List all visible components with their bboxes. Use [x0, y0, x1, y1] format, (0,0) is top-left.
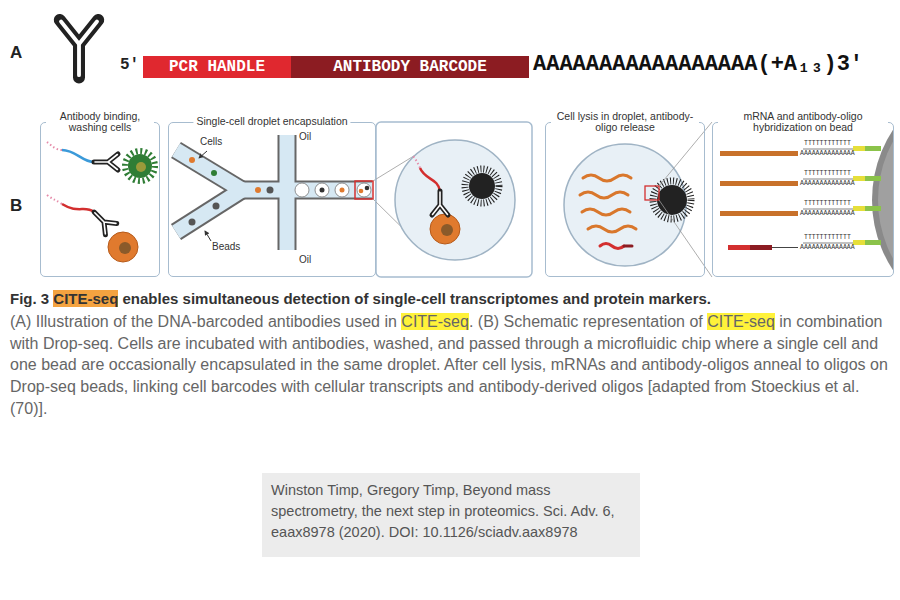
step-panel: mRNA and antibody-oligo hybridization on…: [712, 122, 894, 277]
step-panel: Cell lysis in droplet, antibody-oligo re…: [545, 122, 705, 277]
antibody-binding-art: [47, 142, 155, 262]
polya-tail: AAAAAAAAAAAAAAAAA(+A₁₃)3': [533, 52, 863, 77]
highlight: CITE-seq: [707, 313, 775, 330]
droplet-zoom: [373, 122, 532, 277]
microfluidic-chip: [176, 135, 373, 250]
oligo-segment: ANTIBODY BARCODE: [291, 56, 529, 78]
inlet-label: Oil: [299, 254, 311, 265]
highlight: CITE-seq: [53, 290, 118, 307]
oligo-dt: TTTTTTTTTTTT: [804, 141, 851, 148]
panel-heading: mRNA and antibody-oligo hybridization on…: [718, 111, 888, 133]
panel-heading: Cell lysis in droplet, antibody-oligo re…: [551, 111, 699, 133]
bead-surface: [720, 123, 893, 276]
step-panel: Antibody binding, washing cells: [40, 122, 160, 277]
polya-sequence: AAAAAAAAAAAAAA: [800, 181, 855, 188]
figure-caption: (A) Illustration of the DNA-barcoded ant…: [10, 311, 890, 420]
inlet-label: Oil: [299, 131, 311, 142]
step-panel: Single-cell droplet encapsulation: [168, 122, 376, 277]
inlet-label: Beads: [212, 241, 240, 252]
node-text: ANTIBODY BARCODE: [333, 59, 487, 75]
oligo-segment: PCR HANDLE: [143, 56, 291, 78]
strand-end: 5': [120, 56, 139, 74]
node-text: PCR HANDLE: [169, 59, 265, 75]
node-text: Winston Timp, Gregory Timp, Beyond mass …: [271, 480, 631, 543]
panel-letter: B: [10, 196, 22, 216]
polya-sequence: AAAAAAAAAAAAAA: [800, 151, 855, 158]
oligo-dt: TTTTTTTTTTTT: [804, 201, 851, 208]
panel-heading: Antibody binding, washing cells: [46, 111, 154, 133]
citation-box: Winston Timp, Gregory Timp, Beyond mass …: [262, 473, 640, 557]
inlet-label: Cells: [200, 136, 222, 147]
polya-sequence: AAAAAAAAAAAAAA: [800, 245, 855, 252]
figure-title: Fig. 3 CITE-seq enables simultaneous det…: [10, 289, 890, 309]
lysis-droplet: [564, 122, 712, 277]
oligo-dt: TTTTTTTTTTTT: [804, 171, 851, 178]
oligo-dt: TTTTTTTTTTTT: [804, 235, 851, 242]
panel-letter: A: [10, 43, 22, 63]
panel-heading: Single-cell droplet encapsulation: [193, 116, 350, 127]
polya-sequence: AAAAAAAAAAAAAA: [800, 211, 855, 218]
highlight: CITE-seq: [401, 313, 469, 330]
antibody-icon: [60, 20, 98, 78]
